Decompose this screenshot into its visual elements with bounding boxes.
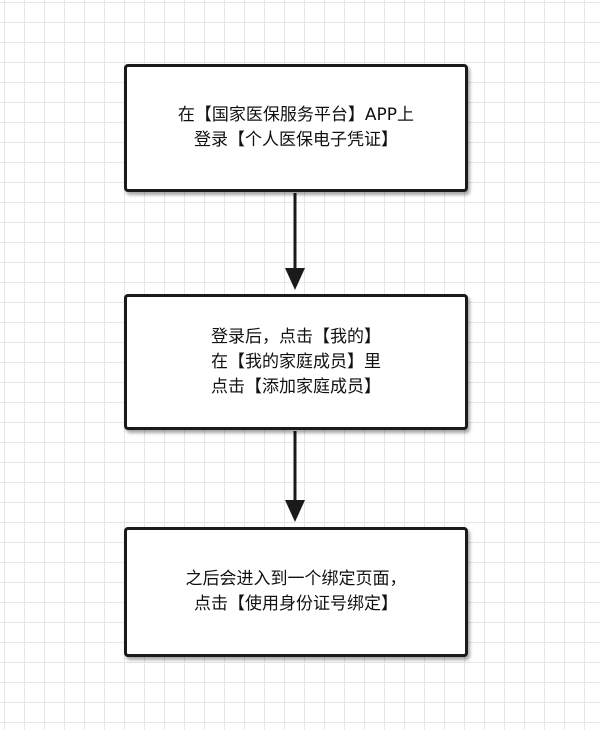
step-2-line-1: 登录后，点击【我的】 xyxy=(211,326,381,347)
step-3-line-2: 点击【使用身份证号绑定】 xyxy=(194,594,398,614)
step-2-line-3: 点击【添加家庭成员】 xyxy=(211,376,381,397)
step-1-line-2: 登录【个人医保电子凭证】 xyxy=(194,130,398,150)
step-3-line-1: 之后会进入到一个绑定页面， xyxy=(185,569,407,589)
flow-step-3-box: 之后会进入到一个绑定页面， 点击【使用身份证号绑定】 xyxy=(124,527,468,657)
step-2-line-2: 在【我的家庭成员】里 xyxy=(211,351,381,372)
step-1-line-1: 在【国家医保服务平台】APP上 xyxy=(177,105,415,125)
flow-step-2-box: 登录后，点击【我的】 在【我的家庭成员】里 点击【添加家庭成员】 xyxy=(124,294,468,430)
arrow-step1-to-step2 xyxy=(285,193,305,290)
arrow-step2-to-step3 xyxy=(285,431,305,522)
flow-step-1-box: 在【国家医保服务平台】APP上 登录【个人医保电子凭证】 xyxy=(124,64,468,192)
